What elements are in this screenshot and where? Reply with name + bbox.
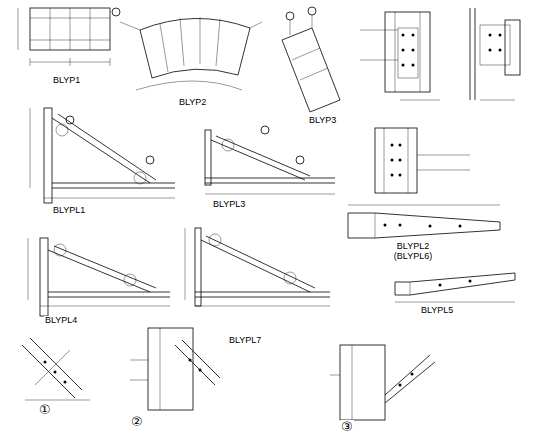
brace-blypl7 bbox=[185, 228, 330, 306]
part-label: BLYPL4 bbox=[44, 316, 78, 326]
detail-1 bbox=[22, 338, 90, 400]
beam-blypl5 bbox=[395, 273, 515, 302]
detail-number: ③ bbox=[340, 420, 354, 434]
part-label: BLYP1 bbox=[52, 76, 81, 86]
part-label: BLYP2 bbox=[178, 98, 207, 108]
detail-2 bbox=[130, 328, 220, 410]
part-label: BLYPL5 bbox=[420, 306, 454, 316]
curved-plate-blyp2 bbox=[120, 17, 262, 90]
detail-number: ② bbox=[130, 415, 144, 429]
part-label: BLYPL3 bbox=[212, 200, 246, 210]
part-label: BLYPL7 bbox=[228, 336, 262, 346]
connection-detail-middle bbox=[375, 128, 470, 193]
brace-blypl3 bbox=[205, 126, 335, 194]
part-label: BLYP3 bbox=[308, 116, 337, 126]
plate-blyp3 bbox=[282, 7, 340, 112]
plate-blyp1 bbox=[18, 8, 120, 66]
detail-3 bbox=[330, 345, 435, 420]
beam-blypl2 bbox=[348, 205, 500, 238]
brace-blypl4 bbox=[28, 238, 170, 316]
connection-detail-top bbox=[360, 8, 520, 100]
part-label: BLYPL2 (BLYPL6) bbox=[392, 242, 434, 262]
detail-number: ① bbox=[38, 403, 52, 417]
brace-blypl1 bbox=[30, 108, 175, 203]
part-label: BLYPL1 bbox=[52, 206, 86, 216]
